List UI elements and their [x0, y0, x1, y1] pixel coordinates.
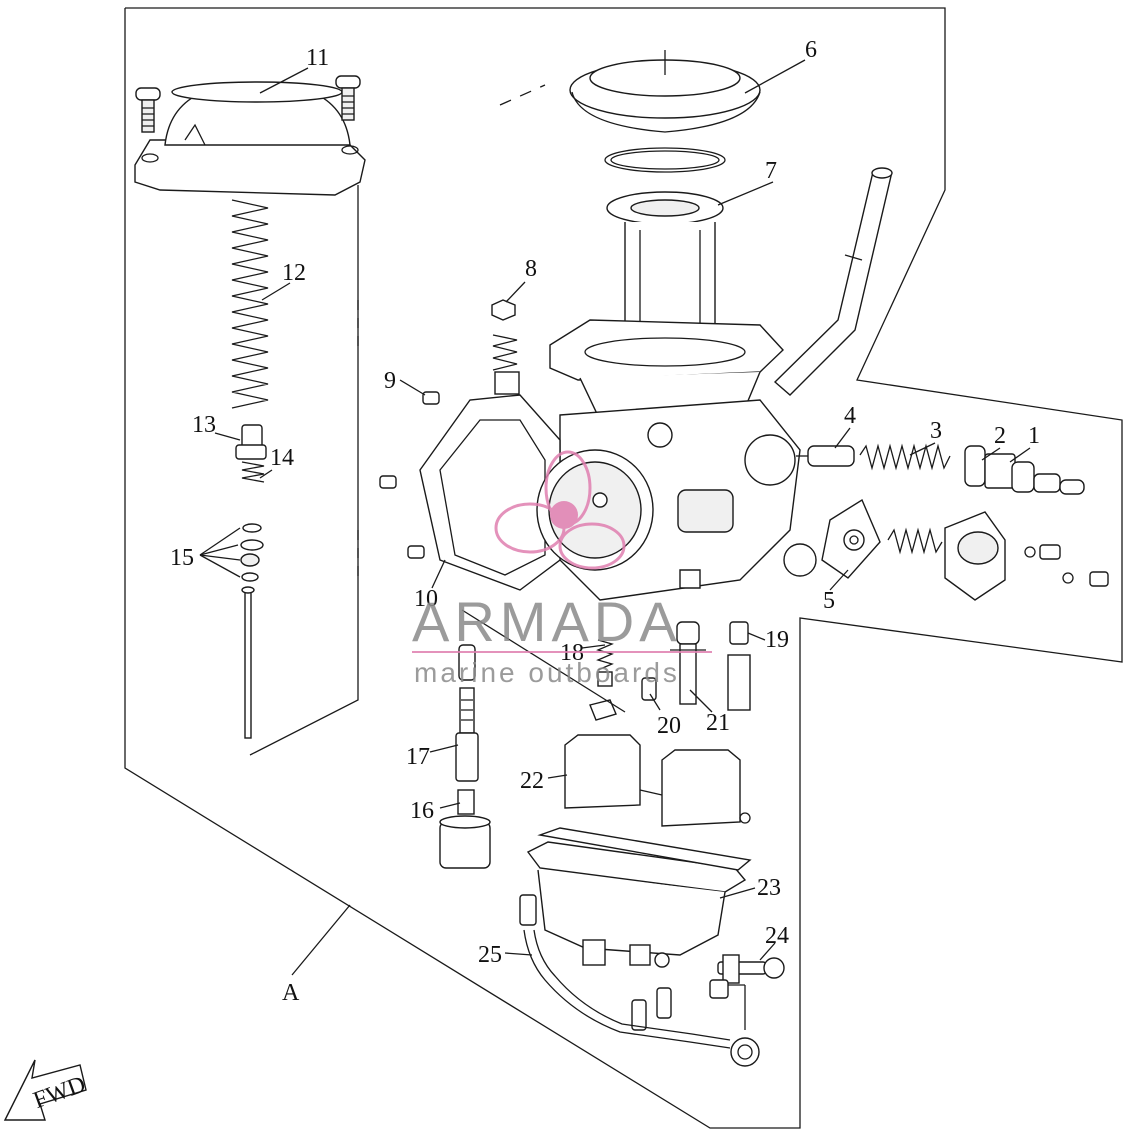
- diaphragm-part: [821, 498, 881, 579]
- needle-holder-part: [235, 424, 267, 483]
- plunger-nut-part: [964, 445, 1085, 495]
- watermark-tagline: marine outboards: [414, 657, 680, 688]
- drain-screw-part: [631, 954, 785, 1031]
- fwd-direction-arrow: FWD: [3, 1059, 89, 1121]
- callout-3: 3: [930, 418, 942, 444]
- throttle-slide-part: [606, 191, 724, 351]
- float-part: [564, 734, 751, 827]
- main-jet-part: [439, 789, 491, 869]
- callout-7: 7: [765, 158, 777, 184]
- slide-spring-part: [231, 199, 269, 409]
- cover-screw-right: [335, 75, 361, 121]
- pilot-jet-part: [589, 639, 617, 721]
- callout-23: 23: [757, 875, 781, 901]
- callout-19: 19: [765, 627, 789, 653]
- section-a-outline: [124, 7, 1123, 1129]
- callout-16: 16: [410, 798, 434, 824]
- callout-11: 11: [306, 45, 329, 71]
- starter-jet-part: [727, 621, 751, 711]
- callout-1: 1: [1028, 423, 1040, 449]
- callout-15: 15: [170, 545, 194, 571]
- cover-screw-left: [135, 87, 161, 133]
- armada-watermark: ARMADA marine outboards: [412, 450, 712, 688]
- callout-4: 4: [844, 403, 856, 429]
- callout-9: 9: [384, 368, 396, 394]
- callout-12: 12: [282, 260, 306, 286]
- callout-22: 22: [520, 768, 544, 794]
- needle-clips-part: [240, 523, 264, 582]
- cover-bolts: [379, 391, 440, 559]
- plunger-spring-part: [859, 443, 951, 471]
- callout-13: 13: [192, 412, 216, 438]
- callout-14: 14: [270, 445, 294, 471]
- callout-labels: 1 2 3 4 5 6 7 8 9 10 11 12 13 14 15 16 1…: [170, 37, 1040, 1006]
- leader-lines: [199, 50, 1031, 961]
- section-label-a: A: [282, 980, 300, 1006]
- top-cover-part: [134, 81, 366, 196]
- callout-17: 17: [406, 744, 430, 770]
- float-bowl-part: [526, 827, 752, 968]
- jet-needle-part: [241, 586, 255, 739]
- dashed-guides: [357, 84, 546, 580]
- callout-5: 5: [823, 588, 835, 614]
- o-ring-part: [604, 147, 726, 173]
- callout-25: 25: [478, 942, 502, 968]
- air-jet-part: [641, 621, 706, 705]
- callout-24: 24: [765, 923, 789, 949]
- callout-2: 2: [994, 423, 1006, 449]
- enrichener-cover-part: [887, 511, 1109, 601]
- drain-hose-part: [519, 894, 760, 1067]
- callout-8: 8: [525, 256, 537, 282]
- armada-logo-icon: [494, 450, 626, 570]
- watermark-brand: ARMADA: [412, 590, 682, 653]
- callout-21: 21: [706, 710, 730, 736]
- needle-jet-part: [455, 644, 479, 782]
- vent-hose-part: [773, 167, 893, 396]
- idle-screw-part: [491, 299, 520, 395]
- plunger-part: [796, 445, 855, 467]
- callout-6: 6: [805, 37, 817, 63]
- diaphragm-cover-part: [569, 59, 761, 133]
- callout-20: 20: [657, 713, 681, 739]
- callout-10: 10: [414, 586, 438, 612]
